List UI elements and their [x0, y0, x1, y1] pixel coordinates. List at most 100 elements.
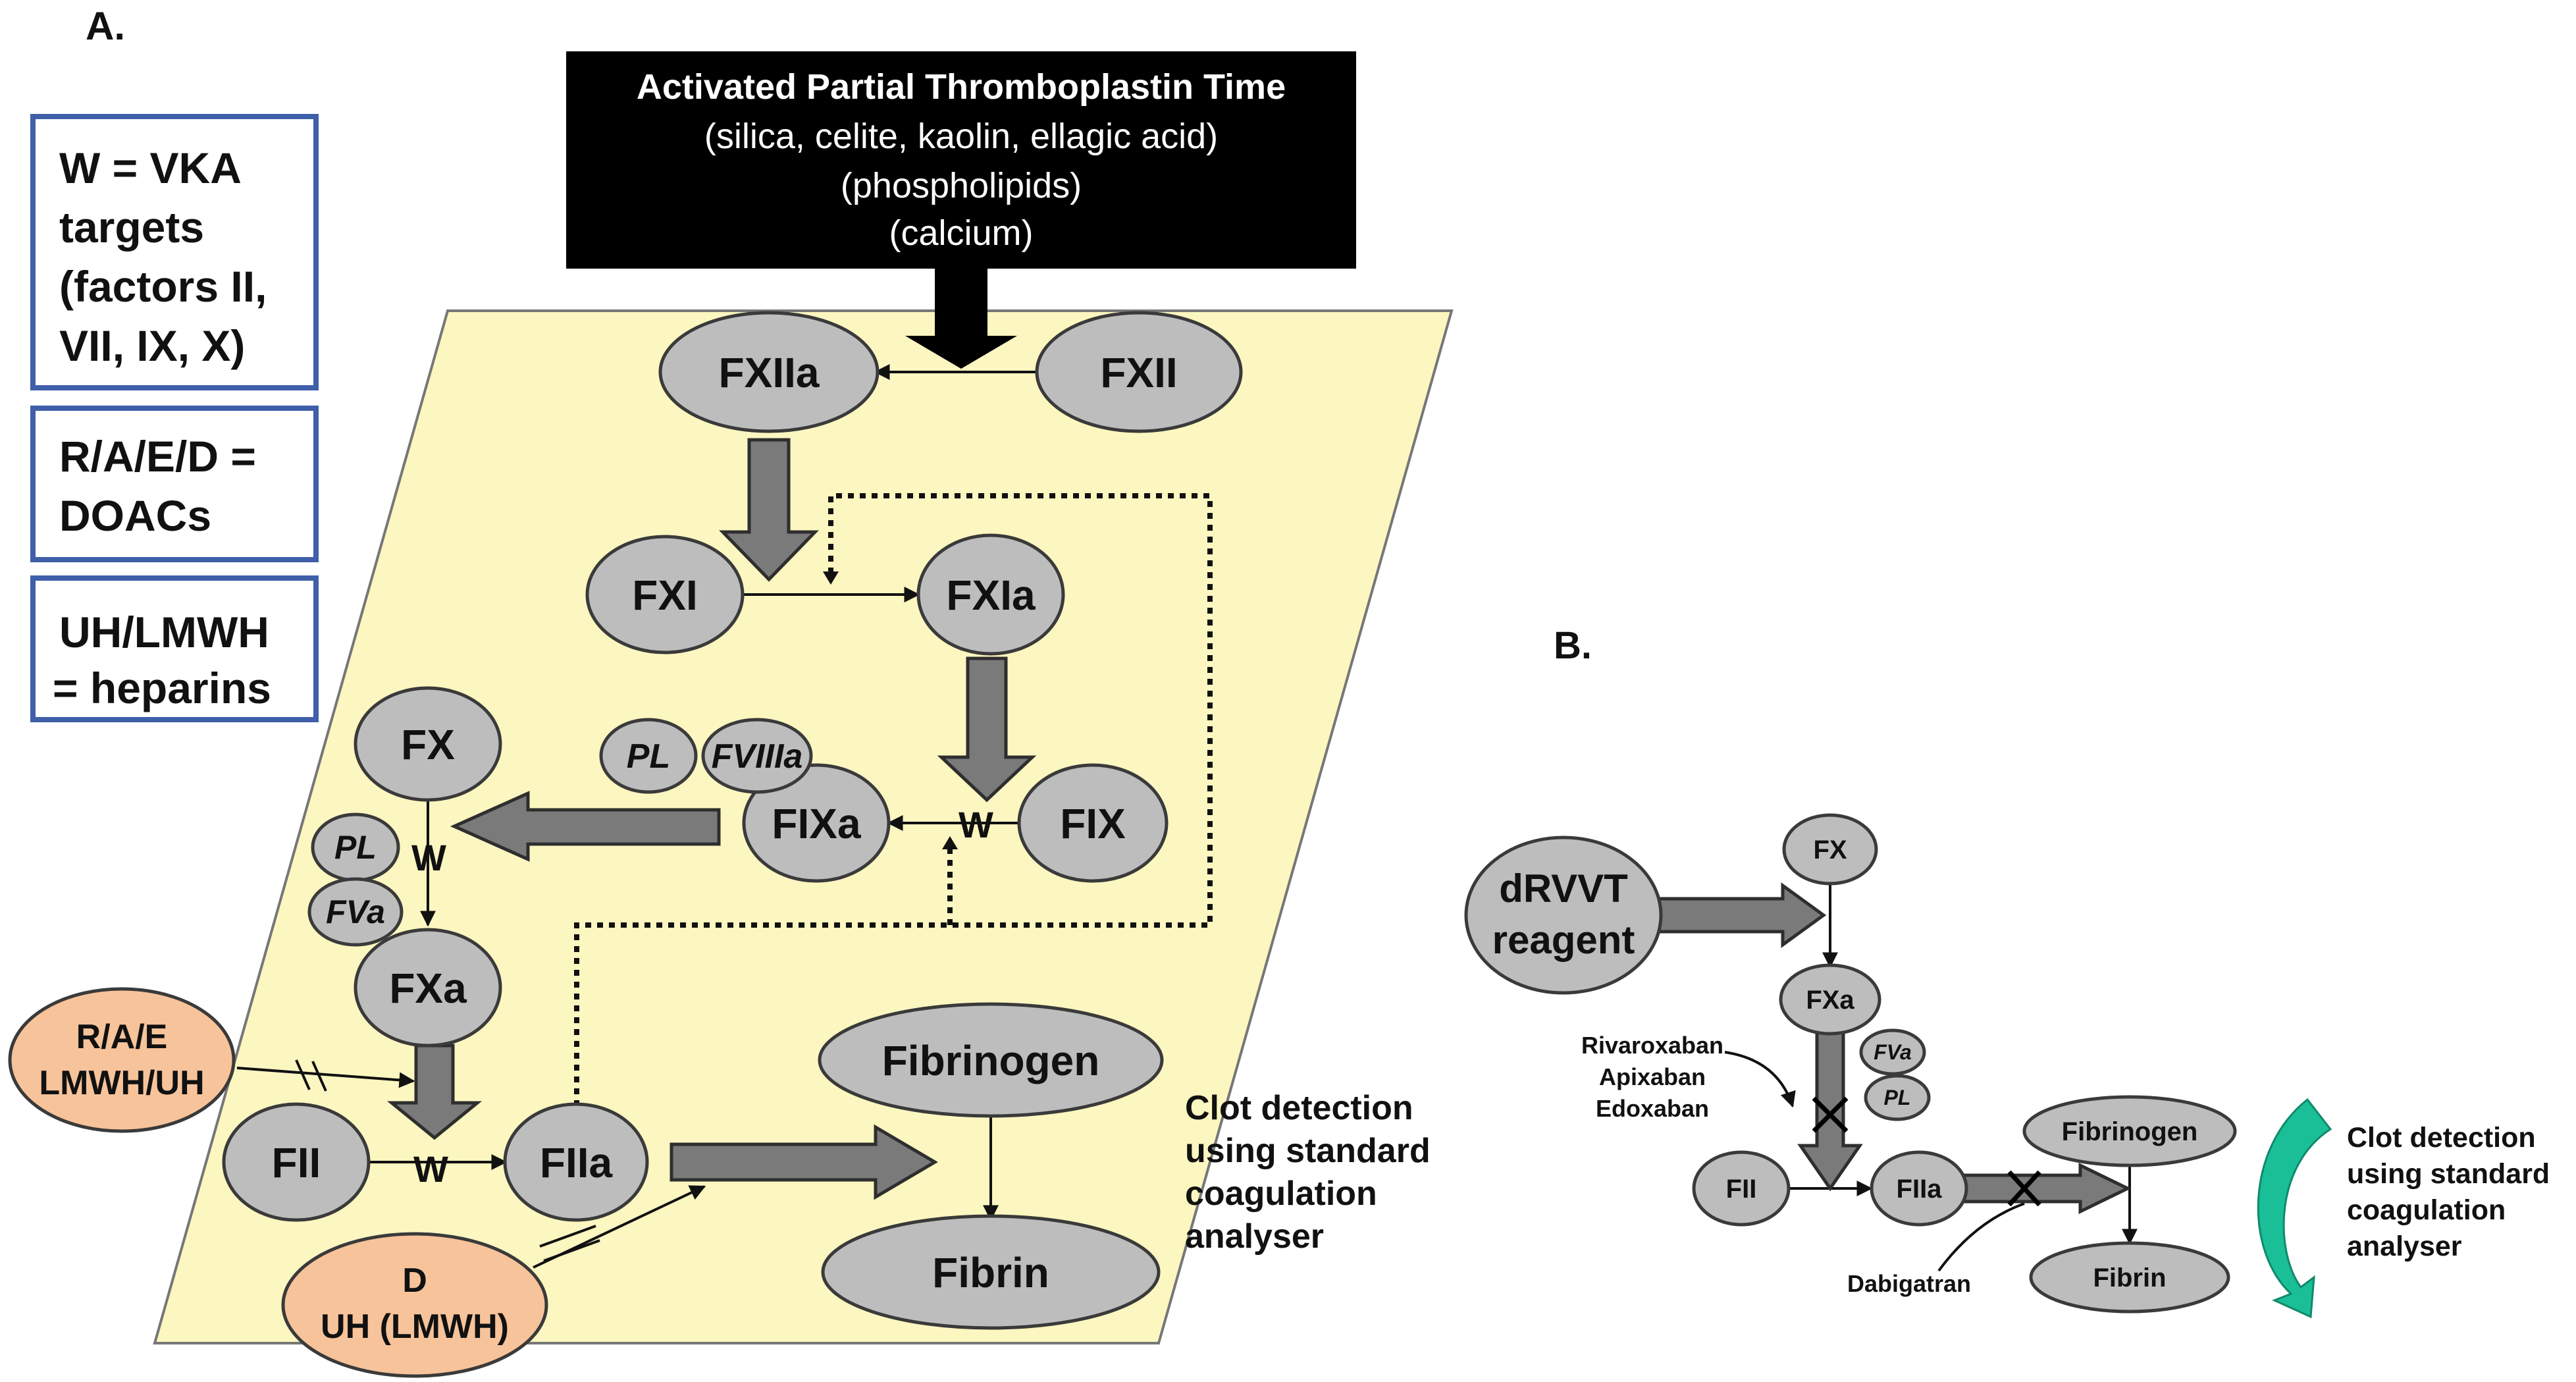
feedback-arrowhead-1: [823, 571, 839, 585]
b-reagent-line-1: dRVVT: [1499, 866, 1628, 911]
b-node-fiia: FIIa: [1870, 1150, 1968, 1227]
node-fii: FII: [222, 1102, 371, 1222]
legend-heparins: UH/LMWH = heparins: [30, 575, 319, 722]
node-fx-label: FX: [401, 721, 455, 768]
node-fibrin: Fibrin: [821, 1214, 1161, 1330]
legend-doacs-line-1: R/A/E/D =: [59, 432, 256, 481]
legend-vka: W = VKA targets (factors II, VII, IX, X): [30, 114, 319, 390]
fat-arrow-fixa-fx: [450, 791, 721, 862]
node-fxiia: FXIIa: [658, 311, 880, 433]
aptt-line-1: (silica, celite, kaolin, ellagic acid): [704, 117, 1218, 156]
drug-rae-line-2: LMWH/UH: [39, 1064, 204, 1102]
hash-d-1: [539, 1225, 596, 1248]
node-fixa-label: FIXa: [772, 800, 861, 847]
node-fxa: FXa: [354, 928, 502, 1048]
b-node-fibrin: Fibrin: [2029, 1241, 2230, 1314]
node-fx: FX: [354, 686, 502, 802]
w-mark-fii: W: [413, 1148, 448, 1190]
b-x-mark-2: [2007, 1170, 2041, 1207]
drug-d-line-2: UH (LMWH): [321, 1308, 509, 1346]
b-node-fiia-label: FIIa: [1897, 1175, 1943, 1204]
node-fibrin-label: Fibrin: [932, 1249, 1049, 1296]
aptt-line-3: (calcium): [889, 213, 1033, 253]
hash-d-2: [543, 1239, 600, 1262]
node-fva: FVa: [307, 877, 404, 947]
b-apixaban: Apixaban: [1599, 1063, 1706, 1090]
b-rivaroxaban-curve: [1724, 1051, 1796, 1108]
node-fxi: FXI: [585, 535, 745, 654]
aptt-arrow: [905, 269, 1017, 369]
clot-b-line-4: analyser: [2347, 1231, 2462, 1262]
node-fxia-label: FXIa: [946, 571, 1036, 619]
clot-b-line-1: Clot detection: [2347, 1122, 2536, 1154]
aptt-line-2: (phospholipids): [841, 166, 1082, 205]
b-node-pl-label: PL: [1884, 1086, 1911, 1109]
node-fxii-label: FXII: [1100, 349, 1177, 396]
b-dabigatran: Dabigatran: [1847, 1270, 1971, 1297]
feedback-arrowhead-2: [942, 836, 958, 849]
b-node-fibrinogen: Fibrinogen: [2022, 1095, 2237, 1167]
node-fii-label: FII: [272, 1139, 321, 1186]
node-fxi-label: FXI: [632, 571, 698, 619]
b-node-fii: FII: [1692, 1150, 1791, 1227]
panel-a-label: A.: [86, 4, 125, 48]
legend-vka-line-3: (factors II,: [59, 262, 267, 311]
legend-doacs-line-2: DOACs: [59, 491, 211, 540]
drug-rae: R/A/E LMWH/UH: [8, 987, 236, 1133]
legend-heparins-line-1: UH/LMWH: [59, 608, 269, 656]
legend-doacs: R/A/E/D = DOACs: [30, 406, 319, 562]
clot-a-line-2: using standard: [1185, 1132, 1431, 1170]
node-fxiia-label: FXIIa: [719, 349, 820, 396]
hash-rae-1: [295, 1059, 311, 1090]
node-fix: FIX: [1017, 763, 1169, 883]
node-pl-1: PL: [599, 718, 698, 794]
b-node-fx: FX: [1782, 813, 1878, 886]
aptt-title: Activated Partial Thromboplastin Time: [637, 67, 1286, 107]
node-fix-label: FIX: [1060, 800, 1126, 847]
clot-b-line-2: using standard: [2347, 1158, 2550, 1190]
b-node-fx-label: FX: [1813, 836, 1847, 864]
b-x-mark-1: [1812, 1096, 1849, 1133]
fat-arrow-fxiia-fxi: [719, 438, 819, 582]
b-node-fibrinogen-label: Fibrinogen: [2062, 1117, 2198, 1146]
b-node-fva-label: FVa: [1874, 1040, 1912, 1064]
b-fat-arrow-fxa-fiia: [1797, 1030, 1863, 1192]
drug-d: D UH (LMWH): [281, 1232, 548, 1378]
b-fat-arrow-reagent-fx: [1657, 882, 1827, 948]
b-node-fva: FVa: [1859, 1028, 1926, 1076]
node-fixa: FIXa: [742, 763, 891, 883]
clot-b-line-3: coagulation: [2347, 1194, 2506, 1226]
b-node-pl: PL: [1864, 1074, 1931, 1121]
b-rivaroxaban: Rivaroxaban: [1581, 1032, 1723, 1059]
node-fva-label: FVa: [326, 893, 385, 930]
legend-heparins-line-2: = heparins: [53, 664, 271, 712]
b-node-fibrin-label: Fibrin: [2093, 1263, 2166, 1292]
node-pl-2: PL: [311, 812, 400, 882]
clot-detection-text-b: Clot detection using standard coagulatio…: [2347, 1122, 2550, 1262]
w-mark-fx: W: [411, 837, 446, 878]
node-fxia: FXIa: [916, 533, 1065, 656]
b-clot-curved-arrow: [2257, 1098, 2332, 1319]
b-reagent: dRVVT reagent: [1464, 836, 1663, 995]
b-fat-arrow-fiia-fibrin: [1957, 1163, 2132, 1214]
clot-detection-text-a: Clot detection using standard coagulatio…: [1185, 1089, 1431, 1256]
node-pl-2-label: PL: [334, 829, 377, 866]
drug-rae-line-1: R/A/E: [76, 1018, 168, 1056]
drug-d-line-1: D: [402, 1262, 427, 1300]
feedback-loop-fxi: [574, 493, 1213, 1106]
aptt-reagent-box: Activated Partial Thromboplastin Time (s…: [566, 51, 1356, 269]
fat-arrow-fxa-fii: [386, 1044, 483, 1140]
legend-vka-line-1: W = VKA: [59, 144, 242, 192]
node-pl-1-label: PL: [627, 737, 670, 776]
w-mark-fix: W: [959, 804, 993, 845]
node-fibrinogen-label: Fibrinogen: [882, 1037, 1100, 1084]
node-fxii: FXII: [1035, 311, 1243, 433]
b-node-fxa: FXa: [1779, 963, 1881, 1036]
arrow-rae-inhibition: [236, 1067, 415, 1088]
hash-rae-2: [311, 1061, 327, 1092]
b-reagent-line-2: reagent: [1492, 918, 1635, 962]
legend-vka-line-4: VII, IX, X): [59, 321, 245, 370]
fat-arrow-fiia-fibrinogen: [670, 1124, 938, 1200]
b-edoxaban: Edoxaban: [1596, 1095, 1709, 1122]
legend-vka-line-2: targets: [59, 203, 204, 252]
